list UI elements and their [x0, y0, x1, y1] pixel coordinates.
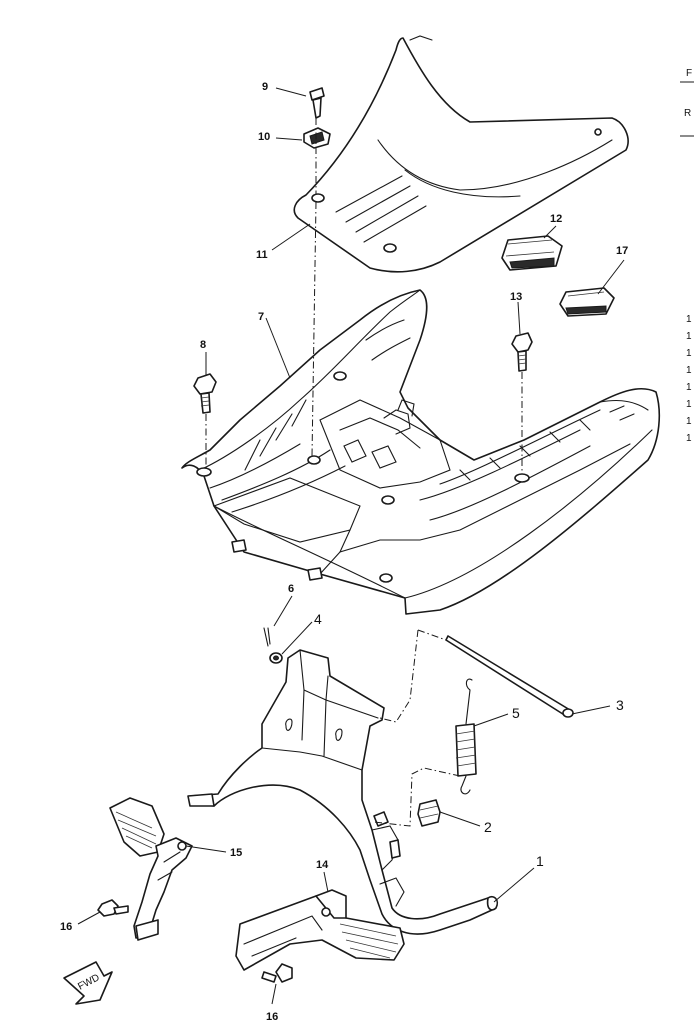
floor-board [181, 289, 661, 615]
pad-17 [559, 287, 615, 317]
margin-text-8: 1 [686, 416, 692, 427]
callout-14: 14 [316, 859, 329, 871]
margin-text-2: 1 [686, 314, 692, 325]
callout-9: 9 [262, 81, 268, 93]
margin-text-4: 1 [686, 348, 692, 359]
fwd-arrow-icon: FWD [63, 961, 113, 1005]
margin-text-7: 1 [686, 399, 692, 410]
margin-text-9: 1 [686, 433, 692, 444]
callout-8: 8 [200, 339, 206, 351]
pad-12 [501, 235, 563, 271]
footrest-left [109, 797, 193, 941]
cover-panel [293, 35, 629, 273]
callout-13: 13 [510, 291, 522, 303]
margin-text-0: F [686, 68, 692, 79]
spring-5 [455, 678, 477, 795]
screw-9 [309, 87, 325, 119]
callout-11: 11 [256, 249, 268, 261]
callout-6: 6 [288, 583, 294, 595]
callout-3: 3 [616, 697, 624, 713]
leader-lines [77, 87, 625, 1005]
nut-clip-10 [303, 127, 331, 149]
callout-10: 10 [258, 131, 270, 143]
bolt-16-right [261, 963, 293, 983]
shaft-3 [445, 635, 574, 718]
washer-4 [269, 652, 283, 664]
footrest-right [235, 889, 405, 971]
callout-5: 5 [512, 705, 520, 721]
callout-12: 12 [550, 213, 562, 225]
bolt-13 [511, 332, 533, 372]
alignment-lines [205, 118, 523, 827]
callout-16-left: 16 [60, 921, 72, 933]
callout-7: 7 [258, 311, 264, 323]
main-stand [187, 649, 499, 935]
bolt-8 [193, 373, 217, 414]
margin-text-5: 1 [686, 365, 692, 376]
bolt-16-left [97, 899, 129, 917]
margin-text-3: 1 [686, 331, 692, 342]
right-margin-text: F R 1 1 1 1 1 1 1 1 [680, 68, 694, 444]
callout-16-right: 16 [266, 1011, 278, 1023]
callout-4: 4 [314, 611, 322, 627]
margin-text-6: 1 [686, 382, 692, 393]
callout-15: 15 [230, 847, 242, 859]
stopper-2 [417, 799, 441, 827]
callout-17: 17 [616, 245, 628, 257]
callout-1: 1 [536, 853, 544, 869]
margin-text-1: R [684, 108, 691, 119]
callout-2: 2 [484, 819, 492, 835]
cotter-pin-6 [263, 627, 271, 647]
callouts: 9 10 11 12 17 13 8 7 6 4 3 5 2 1 15 14 1… [60, 81, 628, 1023]
